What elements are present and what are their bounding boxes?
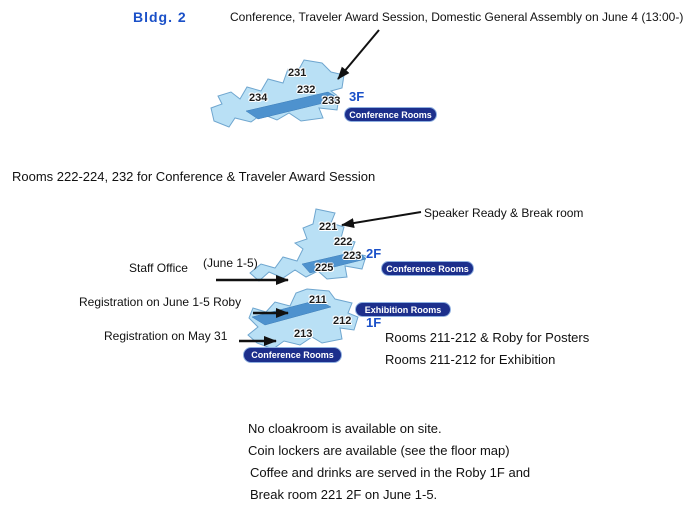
room-label-233: 233 [322, 95, 341, 107]
floor-2f-corridor [301, 250, 367, 274]
floor-label-3f: 3F [349, 89, 365, 104]
speaker-room-annotation: Speaker Ready & Break room [424, 206, 584, 220]
pill-conference-rooms-2f: Conference Rooms [381, 261, 474, 276]
floor-3f-corridor [245, 91, 341, 120]
floor-3f-outline [210, 59, 345, 128]
arrow-top-annotation [337, 29, 380, 80]
note-coin-lockers: Coin lockers are available (see the floo… [248, 443, 510, 458]
room-label-223: 223 [343, 250, 362, 262]
room-label-211: 211 [309, 294, 327, 306]
room-label-225: 225 [315, 262, 334, 274]
room-label-213: 213 [294, 328, 313, 340]
room-label-222: 222 [334, 236, 353, 248]
floor-2f-shape [249, 208, 367, 282]
building-label: Bldg. 2 [133, 9, 187, 25]
note-break-room: Break room 221 2F on June 1-5. [250, 487, 438, 502]
mid-note: Rooms 222-224, 232 for Conference & Trav… [12, 169, 376, 184]
floor-label-2f: 2F [366, 246, 382, 261]
room-label-232: 232 [297, 84, 316, 96]
pill-exhibition-rooms-1f: Exhibition Rooms [355, 302, 451, 317]
floor-1f-corridor [251, 299, 332, 326]
room-label-221: 221 [319, 221, 338, 233]
registration-june-annotation: Registration on June 1-5 Roby [79, 295, 242, 309]
staff-office-annotation: Staff Office [129, 261, 188, 275]
top-annotation: Conference, Traveler Award Session, Dome… [230, 10, 684, 24]
arrow-speaker-room [341, 211, 422, 228]
exhibition-annotation: Rooms 211-212 for Exhibition [385, 352, 556, 367]
floor-3f-shape [210, 59, 345, 128]
posters-annotation: Rooms 211-212 & Roby for Posters [385, 330, 590, 345]
note-coffee: Coffee and drinks are served in the Roby… [250, 465, 531, 480]
room-label-231: 231 [288, 67, 307, 79]
room-label-234: 234 [249, 92, 268, 104]
pill-conference-rooms-1f: Conference Rooms [243, 347, 342, 363]
floor-1f-shape [247, 288, 359, 350]
floor-1f-outline [247, 288, 359, 350]
pill-conference-rooms-3f: Conference Rooms [344, 107, 437, 122]
note-cloakroom: No cloakroom is available on site. [248, 421, 442, 436]
registration-may-annotation: Registration on May 31 [104, 329, 228, 343]
room-label-212: 212 [333, 315, 352, 327]
notes-block: No cloakroom is available on site. Coin … [248, 422, 530, 510]
staff-office-dates: (June 1-5) [203, 256, 258, 270]
floor-label-1f: 1F [366, 315, 382, 330]
